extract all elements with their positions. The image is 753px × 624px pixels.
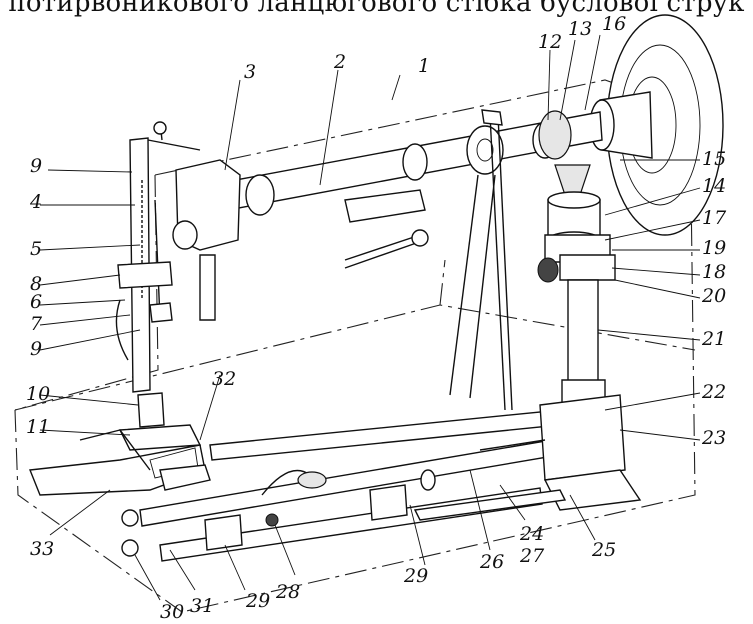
looper-cam (261, 469, 327, 527)
handwheel (589, 14, 724, 236)
label-5: 5 (30, 238, 42, 260)
label-29-right: 29 (403, 565, 428, 587)
label-13: 13 (568, 18, 592, 40)
label-16: 16 (602, 13, 626, 35)
label-29-left: 29 (245, 590, 270, 612)
label-1: 1 (418, 55, 430, 77)
label-12: 12 (538, 31, 562, 53)
label-22: 22 (701, 381, 726, 403)
label-2: 2 (333, 51, 346, 73)
label-20: 20 (701, 285, 726, 307)
needle-plate (29, 429, 211, 496)
label-27: 27 (519, 545, 545, 567)
label-32: 32 (212, 368, 236, 390)
bevel-gear-column (537, 110, 616, 411)
label-17: 17 (702, 207, 727, 229)
right-slider (413, 394, 642, 521)
label-28: 28 (275, 581, 300, 603)
label-23: 23 (701, 427, 726, 449)
label-9-top: 9 (30, 155, 42, 177)
label-19: 19 (702, 237, 726, 259)
label-10: 10 (26, 383, 50, 405)
label-15: 15 (702, 148, 726, 170)
label-26: 26 (479, 551, 504, 573)
label-11: 11 (26, 416, 50, 438)
housing-outline (14, 79, 696, 613)
callout-labels: 1 2 3 4 5 6 7 8 9 9 10 11 12 13 14 15 16… (26, 13, 727, 623)
label-8: 8 (30, 273, 42, 295)
leader-lines (39, 34, 701, 601)
tension-bracket (344, 189, 429, 269)
drive-belt (449, 109, 513, 411)
label-3: 3 (244, 61, 256, 83)
label-14: 14 (702, 175, 726, 197)
label-24: 24 (519, 523, 544, 545)
needle-bar-assembly (115, 121, 241, 451)
label-21: 21 (701, 328, 726, 350)
label-33: 33 (30, 538, 54, 560)
label-4: 4 (29, 191, 42, 213)
label-9-bottom: 9 (30, 338, 42, 360)
label-30: 30 (160, 601, 184, 623)
label-31: 31 (190, 595, 214, 617)
label-7: 7 (30, 313, 43, 335)
caption-text: потирвоникового ланцюгового стібка бусло… (8, 0, 745, 18)
label-6: 6 (30, 291, 42, 313)
label-18: 18 (702, 261, 726, 283)
label-25: 25 (591, 539, 616, 561)
